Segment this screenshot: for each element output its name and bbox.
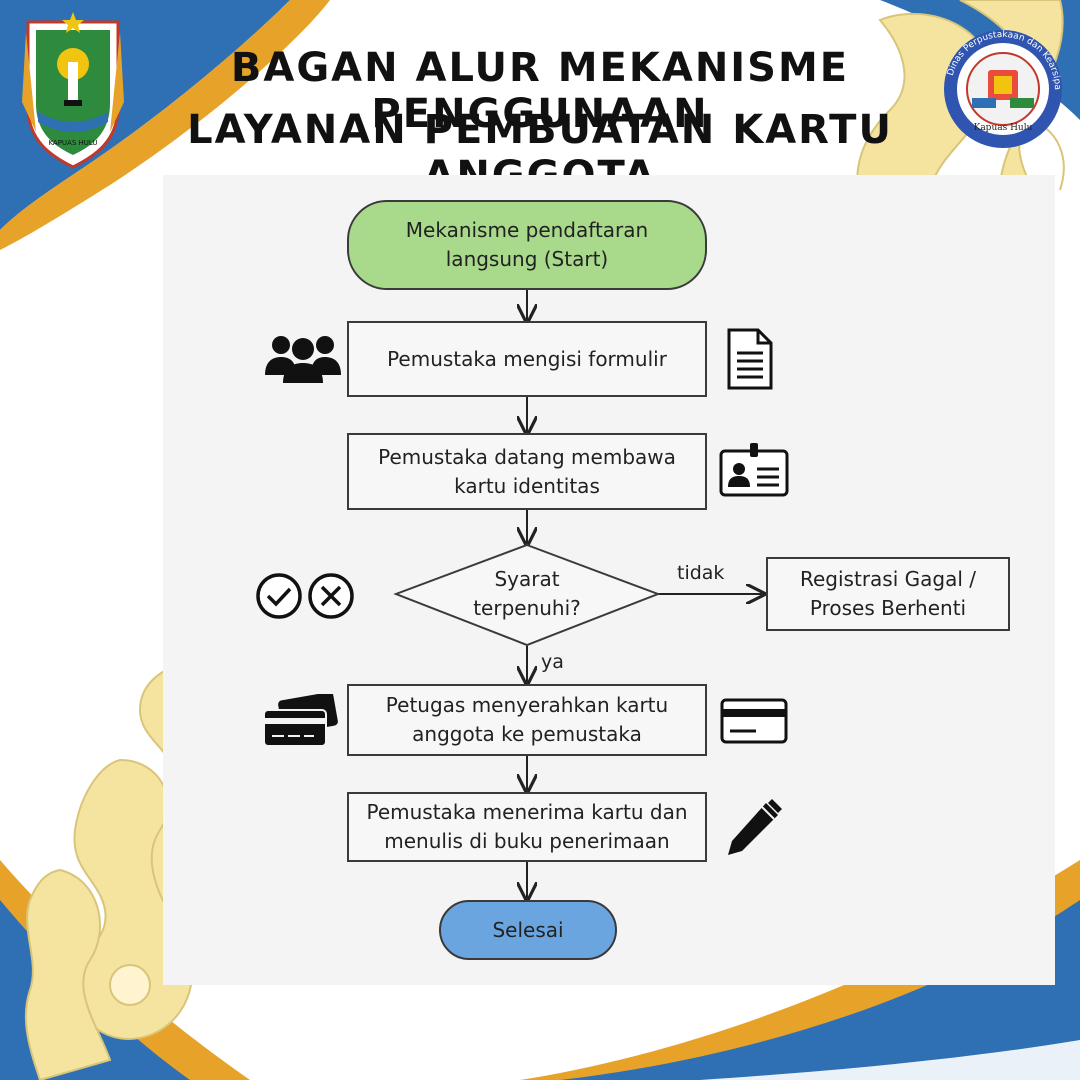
- step-fill-form: Pemustaka mengisi formulir: [347, 321, 707, 397]
- credit-card-icon: [720, 698, 788, 744]
- cards-icon: [263, 694, 338, 747]
- decision-diamond: [393, 543, 661, 647]
- step-bring-id: Pemustaka datang membawa kartu identitas: [347, 433, 707, 510]
- x-circle-icon: [308, 573, 354, 619]
- step-hand-card: Petugas menyerahkan kartu anggota ke pem…: [347, 684, 707, 756]
- step-receive-card: Pemustaka menerima kartu dan menulis di …: [347, 792, 707, 862]
- page-title-line1: BAGAN ALUR MEKANISME PENGGUNAAN: [230, 45, 850, 137]
- pen-icon: [728, 799, 782, 855]
- check-circle-icon: [256, 573, 302, 619]
- id-card-icon: [719, 443, 789, 497]
- edge-label-yes: ya: [541, 651, 564, 673]
- corner-orange-top-left: [0, 0, 330, 250]
- kapuas-hulu-emblem-logo: KAPUAS HULU: [22, 12, 124, 169]
- fail-node: Registrasi Gagal / Proses Berhenti: [766, 557, 1010, 631]
- people-icon: [265, 336, 341, 383]
- emblem-text: KAPUAS HULU: [48, 139, 97, 147]
- dinas-perpustakaan-logo: Dinas Perpustakaan dan Kearsipan Kapuas …: [942, 28, 1062, 148]
- end-node: Selesai: [439, 900, 617, 960]
- start-node: Mekanisme pendaftaran langsung (Start): [347, 200, 707, 290]
- decision-label: Syarat terpenuhi?: [473, 567, 581, 620]
- document-icon: [727, 328, 773, 390]
- logo-bottom-text: Kapuas Hulu: [974, 123, 1033, 133]
- corner-blue-bottom-right: [560, 900, 1080, 1080]
- edge-label-no: tidak: [677, 562, 725, 584]
